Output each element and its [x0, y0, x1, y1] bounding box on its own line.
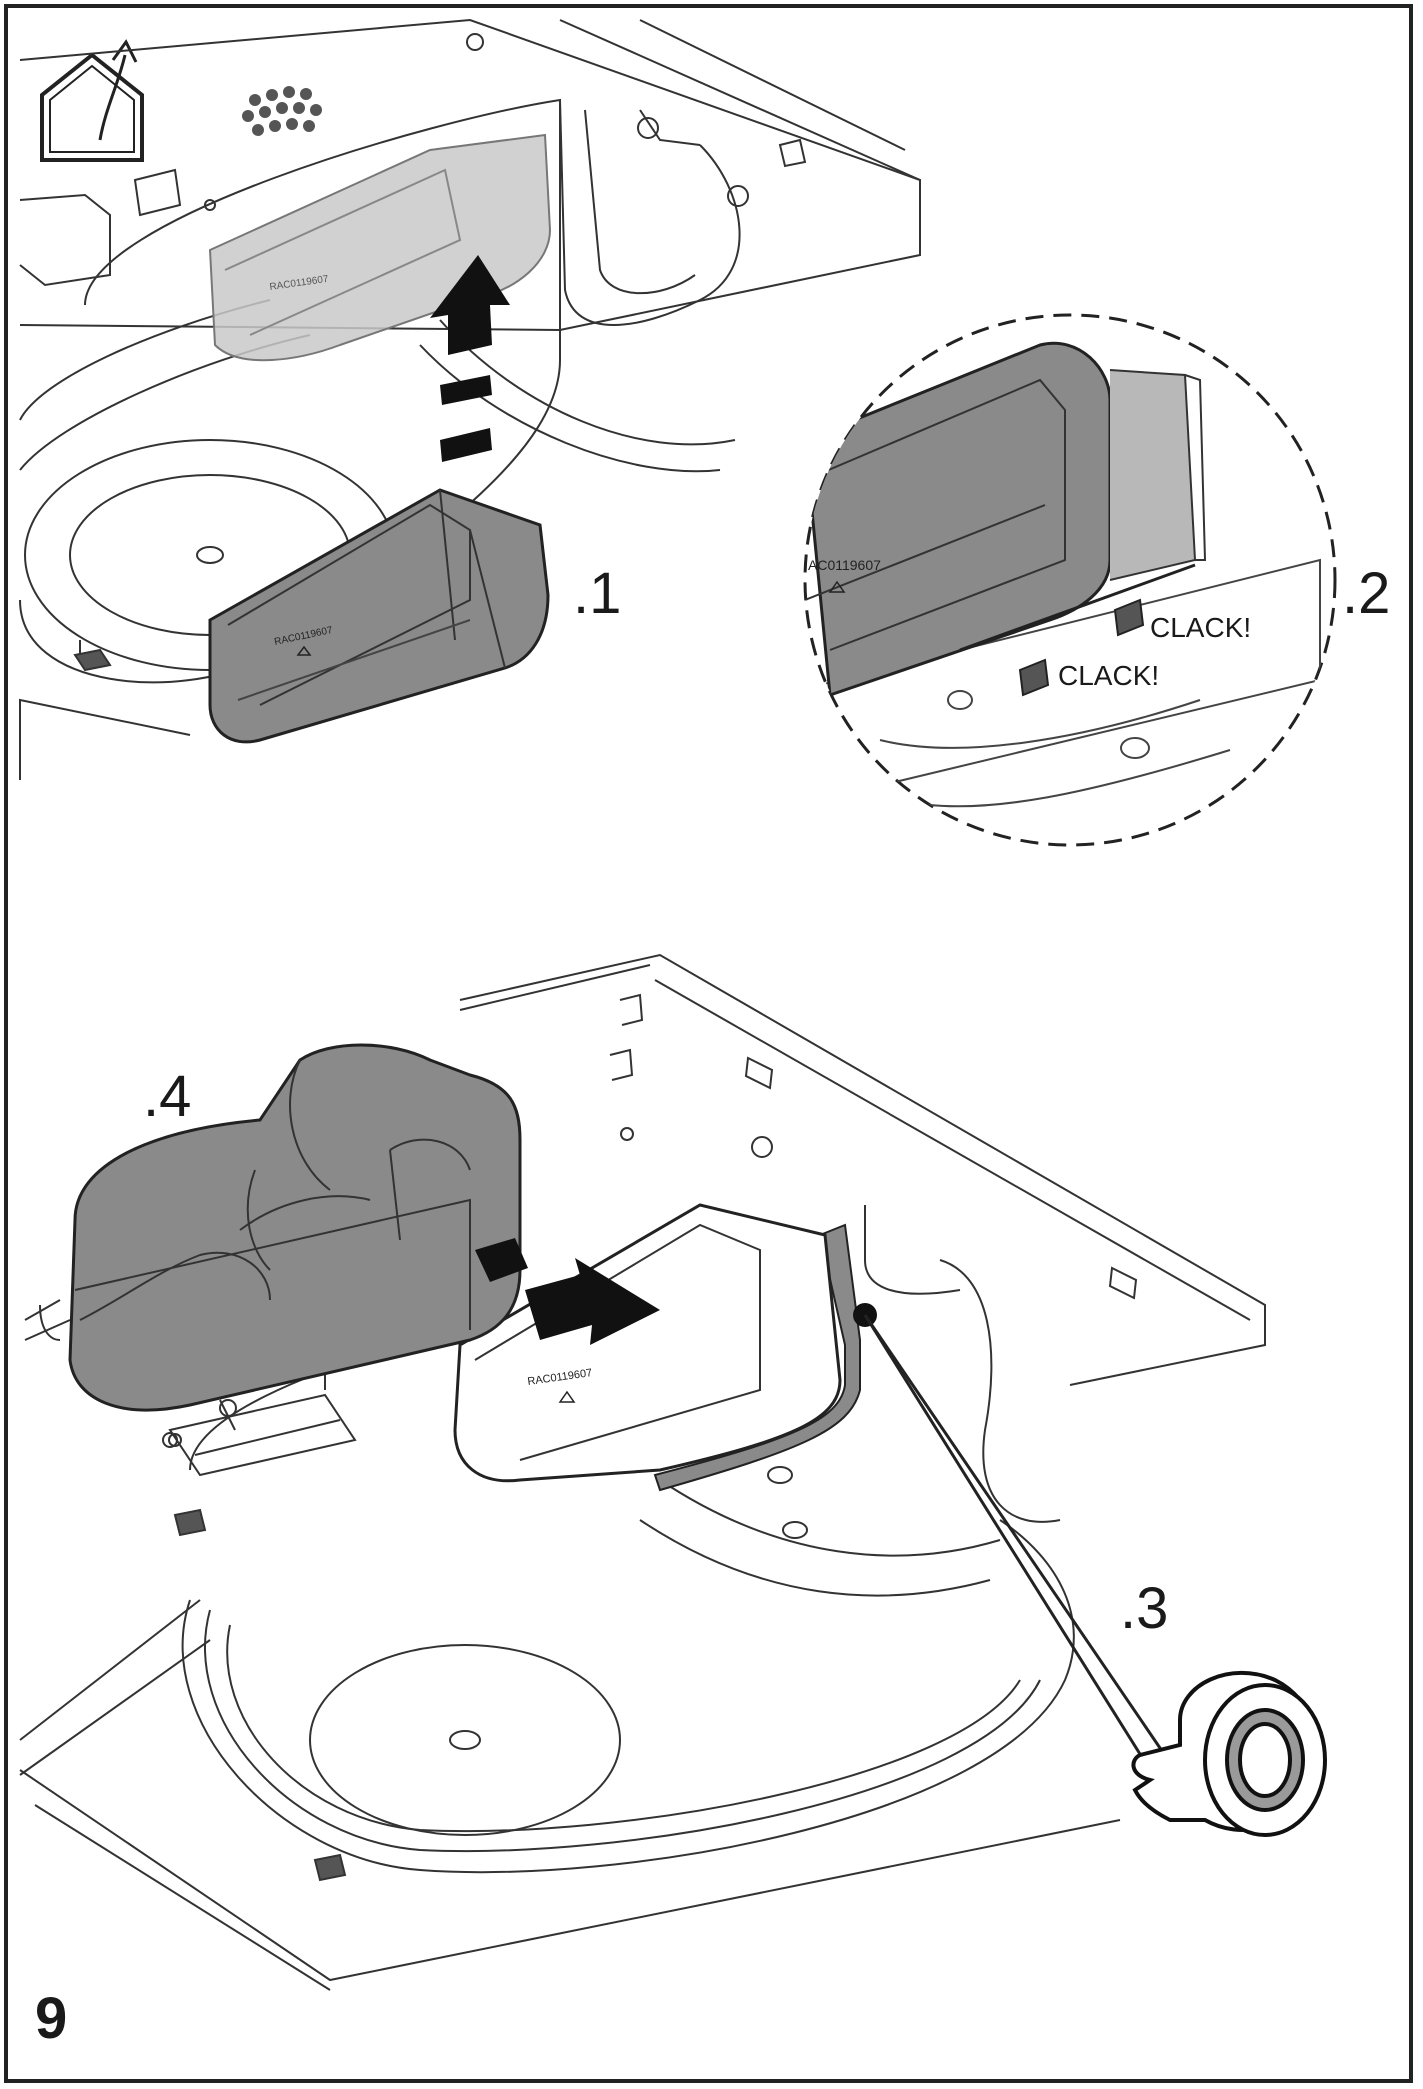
page-number: 9 — [35, 1986, 68, 2051]
magnified-detail: AC0119607 — [803, 313, 1337, 847]
step-4-label: .4 — [143, 1064, 192, 1129]
duct-adapter-piece: RAC0119607 — [208, 488, 550, 744]
clack-label-upper: CLACK! — [1150, 612, 1252, 643]
page-frame — [4, 4, 1413, 2083]
tape-seal-strip — [653, 1223, 861, 1492]
direction-arrow-icon — [430, 255, 510, 462]
tape-leader-line — [853, 1303, 1177, 1771]
clack-label-lower: CLACK! — [1058, 660, 1160, 691]
adhesive-tape-roll-icon — [1131, 1670, 1327, 1837]
rectangular-duct-section — [68, 1043, 522, 1412]
step-1-label: .1 — [573, 561, 622, 626]
hood-underside-bottom — [19, 953, 1266, 1991]
ghost-duct-piece: RAC0119607 — [208, 133, 552, 362]
duct-adapter-installed: RAC0119607 — [453, 1203, 842, 1483]
step-2-label: .2 — [1342, 561, 1391, 626]
step-3-label: .3 — [1120, 1576, 1169, 1641]
ducted-exhaust-house-icon — [40, 39, 144, 162]
svg-text:AC0119607: AC0119607 — [808, 557, 881, 573]
direction-arrow-icon — [475, 1238, 660, 1345]
